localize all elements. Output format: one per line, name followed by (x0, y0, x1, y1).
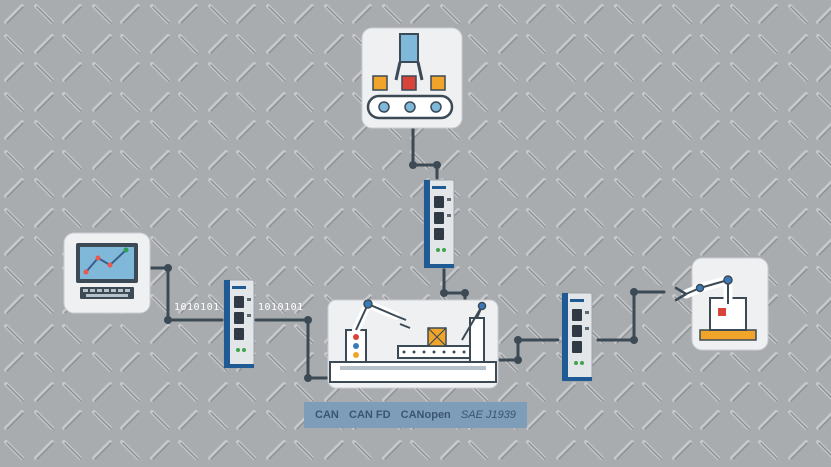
protocol-label: CAN FD (349, 409, 391, 421)
can-interface-module-icon (561, 292, 593, 382)
computer-monitor-icon (63, 232, 151, 314)
can-interface-module-icon (223, 279, 255, 369)
assembly-line-icon (327, 298, 499, 389)
protocol-label: SAE J1939 (460, 409, 516, 421)
protocol-label: CAN (315, 409, 339, 421)
gripper-conveyor-icon (361, 27, 463, 129)
protocol-label: CANopen (400, 409, 451, 421)
data-stream-left: 1010101 (174, 302, 220, 313)
robot-arm-icon (674, 257, 769, 351)
cable-network (148, 126, 666, 380)
protocol-bar: CAN CAN FD CANopen SAE J1939 (304, 402, 527, 428)
data-stream-right: 1010101 (258, 302, 304, 313)
can-interface-module-icon (423, 179, 455, 269)
cable-junctions (164, 161, 638, 382)
